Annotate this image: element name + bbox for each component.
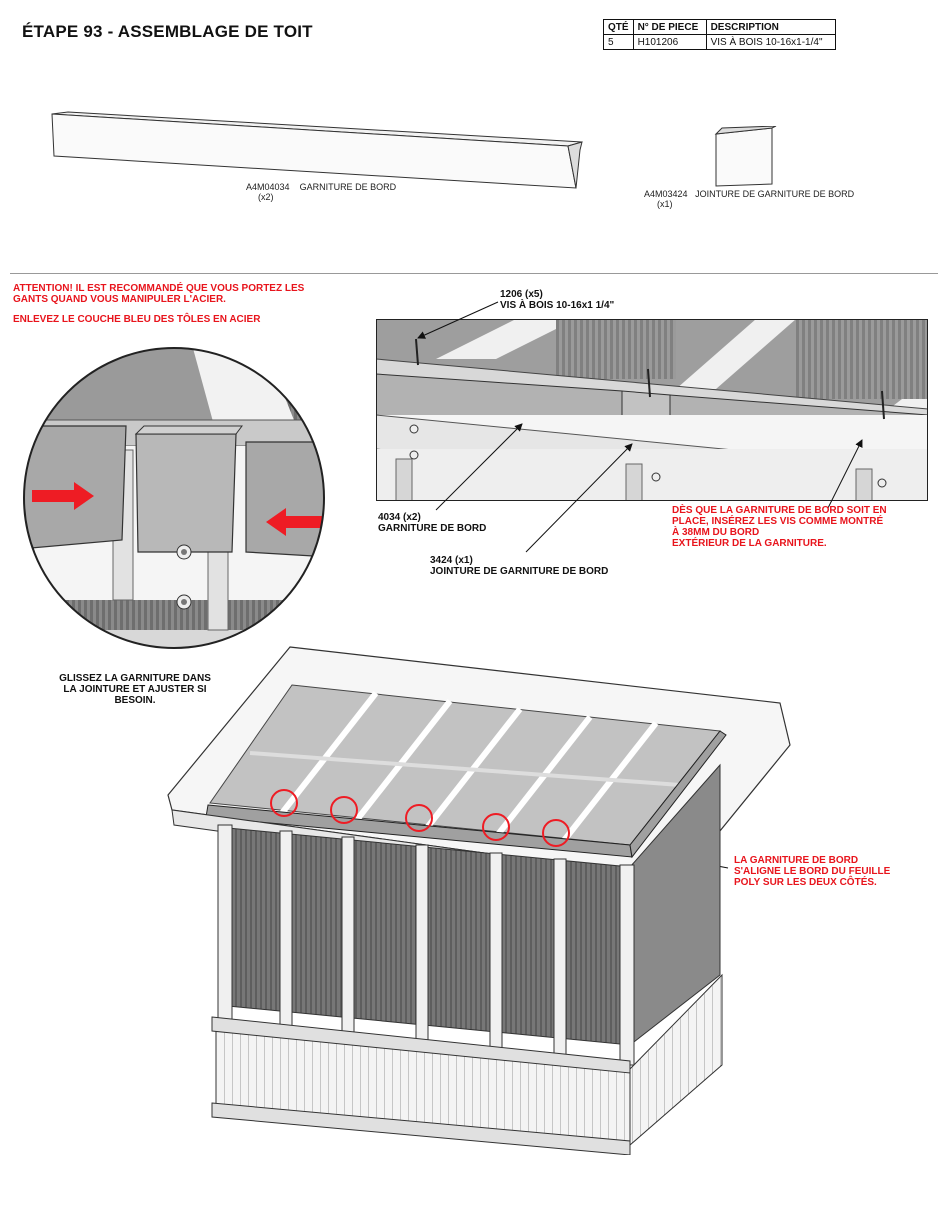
slide-arrow-right <box>32 482 94 510</box>
gazebo-assembly-drawing <box>167 646 791 1155</box>
film-warning: ENLEVEZ LE COUCHE BLEU DES TÔLES EN ACIE… <box>13 314 261 325</box>
placement-note-line1: DÈS QUE LA GARNITURE DE BORD SOIT EN <box>672 505 887 516</box>
placement-note-line3: À 38MM DU BORD <box>672 527 760 538</box>
parts-table-header: QTÉ N° DE PIECE DESCRIPTION <box>603 19 836 35</box>
screw-marker-1 <box>270 789 298 817</box>
joint-callout-code: 3424 (x1) <box>430 555 473 566</box>
parts-table: QTÉ N° DE PIECE DESCRIPTION 5 H101206 VI… <box>603 19 836 50</box>
screw-callout-name: VIS À BOIS 10-16x1 1/4" <box>500 300 615 311</box>
detail-circle-view <box>23 347 325 649</box>
trim-callout-code: 4034 (x2) <box>378 512 421 523</box>
joint-qty: (x1) <box>657 199 673 209</box>
cell-part: H101206 <box>632 34 707 50</box>
slide-note-line3: BESOIN. <box>114 695 156 706</box>
gloves-warning-line1: ATTENTION! IL EST RECOMMANDÉ QUE VOUS PO… <box>13 283 305 294</box>
page-title: ÉTAPE 93 - ASSEMBLAGE DE TOIT <box>22 22 313 41</box>
screw-marker-2 <box>330 796 358 824</box>
joint-code: A4M03424 <box>644 189 688 199</box>
align-note-line2: S'ALIGNE LE BORD DU FEUILLE <box>734 866 891 877</box>
align-note-line3: POLY SUR LES DEUX CÔTÉS. <box>734 877 877 888</box>
joint-part-drawing <box>714 126 777 187</box>
screw-marker-3 <box>405 804 433 832</box>
screw-marker-4 <box>482 813 510 841</box>
trim-part-drawing <box>51 111 583 189</box>
section-divider <box>10 273 938 274</box>
placement-note-line2: PLACE, INSÉREZ LES VIS COMME MONTRÉ <box>672 516 884 527</box>
screw-callout-code: 1206 (x5) <box>500 289 543 300</box>
cell-qty: 5 <box>603 34 634 50</box>
cell-desc: VIS À BOIS 10-16x1-1/4" <box>705 34 836 50</box>
slide-note-line1: GLISSEZ LA GARNITURE DANS <box>59 673 211 684</box>
slide-arrow-left <box>266 508 324 536</box>
slide-note-line2: LA JOINTURE ET AJUSTER SI <box>63 684 207 695</box>
trim-code: A4M04034 <box>246 182 290 192</box>
placement-note-line4: EXTÉRIEUR DE LA GARNITURE. <box>672 538 827 549</box>
detail-rect-view <box>376 319 928 501</box>
screw-marker-5 <box>542 819 570 847</box>
joint-name: JOINTURE DE GARNITURE DE BORD <box>695 189 855 199</box>
gloves-warning-line2: GANTS QUAND VOUS MANIPULER L'ACIER. <box>13 294 226 305</box>
table-row: 5 H101206 VIS À BOIS 10-16x1-1/4" <box>603 34 836 50</box>
joint-callout-name: JOINTURE DE GARNITURE DE BORD <box>430 566 609 577</box>
align-note-line1: LA GARNITURE DE BORD <box>734 855 859 866</box>
trim-callout-name: GARNITURE DE BORD <box>378 523 487 534</box>
trim-name: GARNITURE DE BORD <box>299 182 397 192</box>
trim-qty: (x2) <box>258 192 274 202</box>
